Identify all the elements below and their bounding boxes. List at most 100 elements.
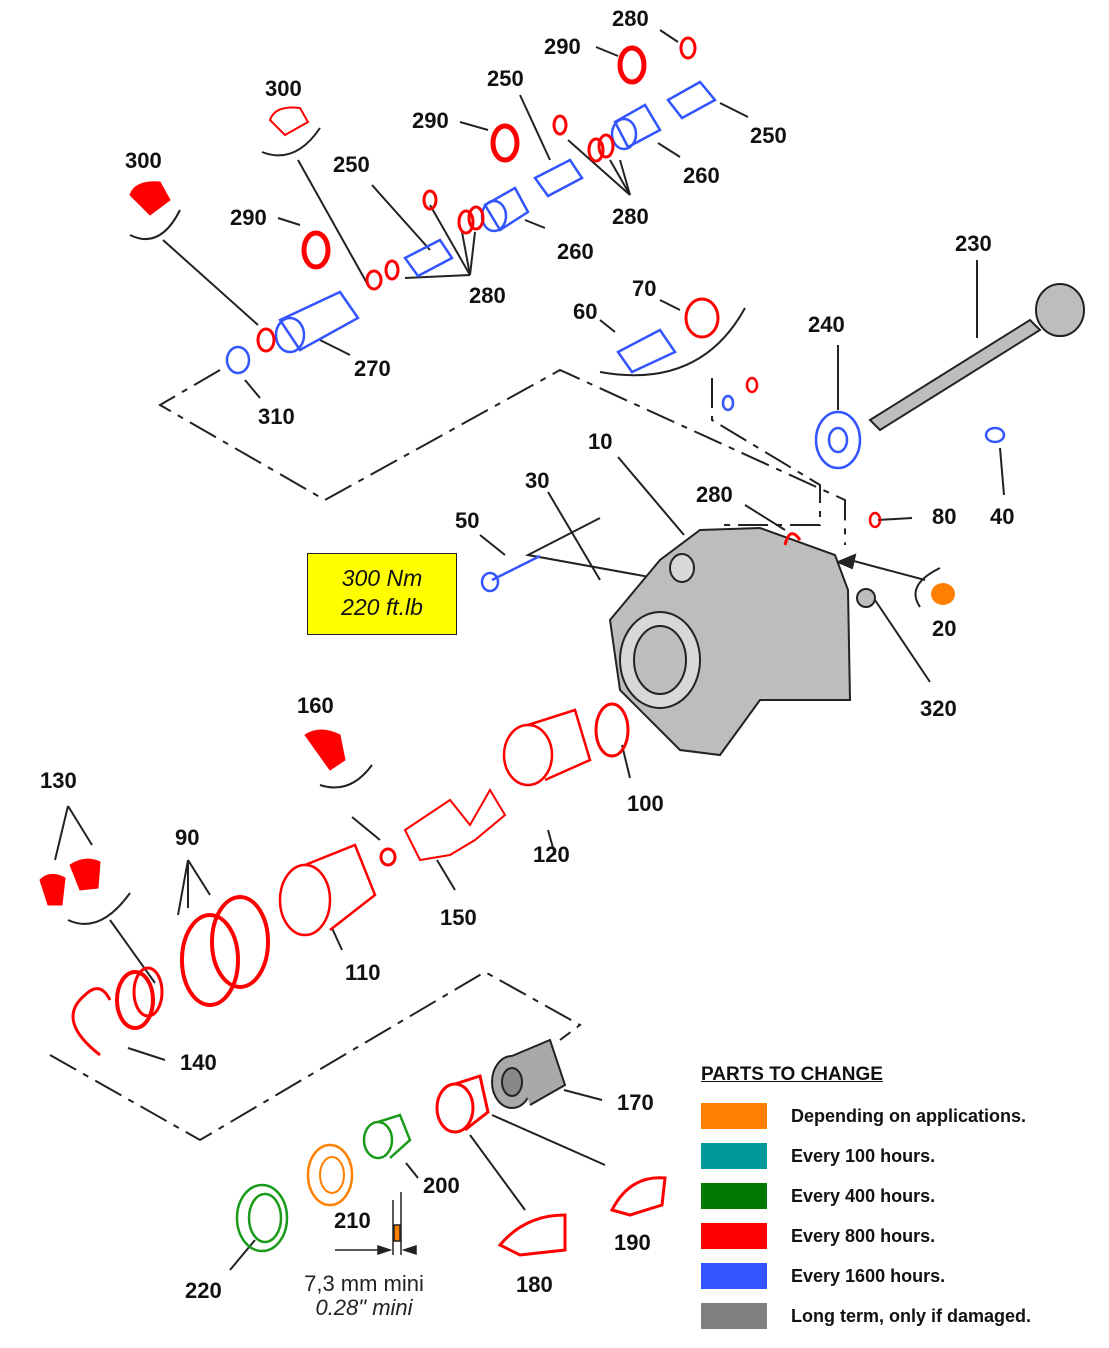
callout-250: 250 <box>333 152 370 177</box>
callout-190: 190 <box>614 1230 651 1255</box>
callout-220: 220 <box>185 1278 222 1303</box>
callout-250: 250 <box>487 66 524 91</box>
legend-swatch <box>701 1263 767 1289</box>
part-200 <box>362 1120 394 1160</box>
dimension-label: 7,3 mm mini 0.28" mini <box>274 1272 454 1320</box>
callout-110: 110 <box>345 960 381 985</box>
legend-swatch <box>701 1103 767 1129</box>
legend-label: Every 800 hours. <box>791 1225 936 1246</box>
torque-spec-box: 300 Nm 220 ft.lb <box>307 553 457 635</box>
part-220 <box>235 1183 289 1253</box>
part-250a <box>403 238 454 278</box>
legend-item: Every 400 hours. <box>701 1176 1101 1216</box>
callout-130: 130 <box>40 768 77 793</box>
callout-280: 280 <box>612 204 649 229</box>
part-190 <box>609 1176 667 1217</box>
part-140 <box>71 987 112 1057</box>
part-130b <box>69 858 101 891</box>
torque-metric: 300 Nm <box>341 565 423 591</box>
dimension-metric: 7,3 mm mini <box>304 1271 424 1296</box>
part-250c <box>666 80 717 120</box>
part-110 <box>278 863 332 937</box>
legend-label: Every 1600 hours. <box>791 1265 946 1286</box>
part-270 <box>278 290 360 352</box>
part-160 <box>304 729 346 771</box>
callout-270: 270 <box>354 356 391 381</box>
callout-30: 30 <box>525 468 549 493</box>
part-260a <box>483 186 530 232</box>
part-60 <box>616 328 677 374</box>
legend-label: Every 400 hours. <box>791 1185 936 1206</box>
callout-90: 90 <box>175 825 199 850</box>
callout-160: 160 <box>297 693 334 718</box>
legend-label: Long term, only if damaged. <box>791 1305 1032 1326</box>
callout-100: 100 <box>627 791 664 816</box>
legend-item: Every 100 hours. <box>701 1136 1101 1176</box>
callout-280: 280 <box>696 482 733 507</box>
callout-280: 280 <box>469 283 506 308</box>
callout-70: 70 <box>632 276 656 301</box>
part-320 <box>856 588 876 608</box>
callout-320: 320 <box>920 696 957 721</box>
callout-290: 290 <box>230 205 267 230</box>
part-120 <box>502 723 554 787</box>
callout-260: 260 <box>557 239 594 264</box>
callout-250: 250 <box>750 123 787 148</box>
part-40 <box>984 426 1006 444</box>
part-20 <box>931 583 955 605</box>
callout-230: 230 <box>955 231 992 256</box>
part-150 <box>403 788 507 862</box>
part-130a <box>39 874 66 906</box>
part-300a <box>129 181 171 216</box>
part-180-ring <box>435 1082 475 1134</box>
callout-290: 290 <box>544 34 581 59</box>
part-50 <box>480 571 500 593</box>
part-240 <box>814 410 862 470</box>
callout-120: 120 <box>533 842 570 867</box>
legend-label: Every 100 hours. <box>791 1145 936 1166</box>
callout-40: 40 <box>990 504 1014 529</box>
callout-80: 80 <box>932 504 956 529</box>
callout-280: 280 <box>612 6 649 31</box>
callout-300: 300 <box>265 76 302 101</box>
dimension-marker <box>335 1192 417 1256</box>
callout-200: 200 <box>423 1173 460 1198</box>
legend-item: Every 1600 hours. <box>701 1256 1101 1296</box>
callout-10: 10 <box>588 429 612 454</box>
torque-imperial: 220 ft.lb <box>341 594 423 620</box>
part-80 <box>868 511 882 529</box>
part-70 <box>684 297 720 339</box>
callout-300: 300 <box>125 148 162 173</box>
part-250b <box>533 158 584 198</box>
part-310 <box>225 345 251 375</box>
part-300b <box>268 106 310 137</box>
pump-housing <box>608 526 852 757</box>
legend-title: PARTS TO CHANGE <box>701 1064 883 1085</box>
legend-item: Every 800 hours. <box>701 1216 1101 1256</box>
part-210-washer <box>306 1143 354 1207</box>
legend-swatch <box>701 1303 767 1329</box>
callout-240: 240 <box>808 312 845 337</box>
callout-210: 210 <box>334 1208 371 1233</box>
legend-item: Depending on applications. <box>701 1096 1101 1136</box>
part-180 <box>497 1213 567 1257</box>
callout-310: 310 <box>258 404 295 429</box>
legend: PARTS TO CHANGE Depending on application… <box>701 1064 1101 1336</box>
part-100 <box>594 702 630 758</box>
callout-170: 170 <box>617 1090 654 1115</box>
callout-140: 140 <box>180 1050 217 1075</box>
legend-label: Depending on applications. <box>791 1105 1027 1126</box>
legend-item: Long term, only if damaged. <box>701 1296 1101 1336</box>
callout-150: 150 <box>440 905 477 930</box>
part-130-rings <box>115 970 155 1030</box>
part-260b <box>613 103 662 149</box>
callout-290: 290 <box>412 108 449 133</box>
legend-swatch <box>701 1143 767 1169</box>
part-90 <box>180 913 240 1007</box>
part-170 <box>491 1038 567 1109</box>
callout-60: 60 <box>573 299 597 324</box>
legend-swatch <box>701 1223 767 1249</box>
callout-260: 260 <box>683 163 720 188</box>
callout-50: 50 <box>455 508 479 533</box>
